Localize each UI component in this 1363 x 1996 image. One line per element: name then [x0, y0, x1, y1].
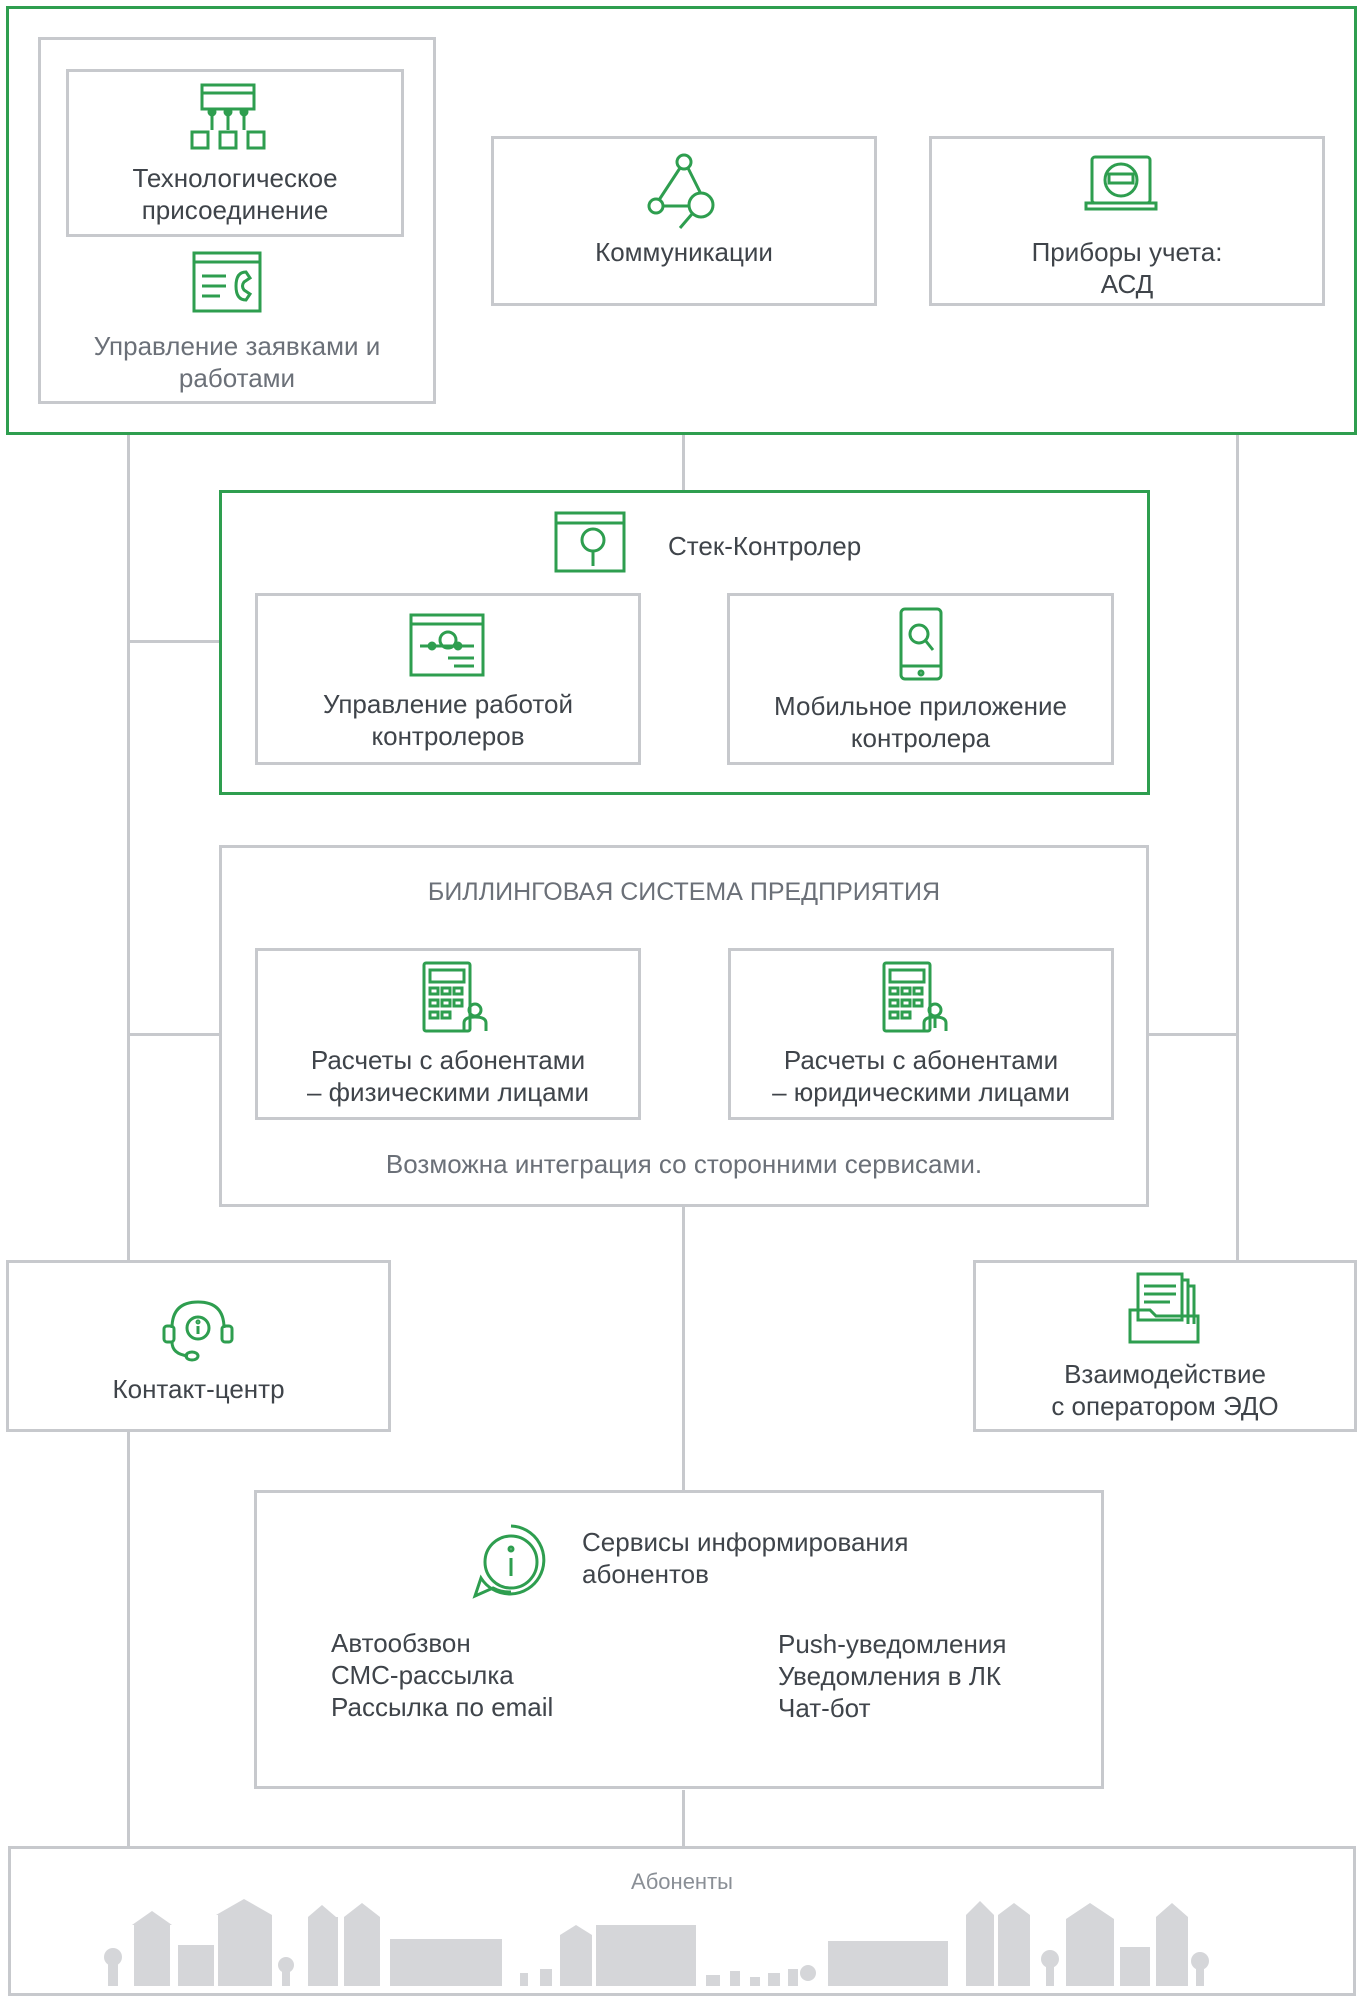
communications-label: Коммуникации — [595, 237, 773, 267]
connector-left-vertical — [127, 432, 130, 1854]
contact-center-label: Контакт-центр — [112, 1374, 285, 1404]
list-item: СМС-рассылка — [331, 1660, 514, 1690]
communications-box[interactable] — [491, 136, 877, 306]
phone-form-icon — [190, 250, 266, 314]
calculator-person-icon — [420, 960, 488, 1034]
billing-individuals-box[interactable] — [255, 948, 641, 1120]
info-services-box — [254, 1490, 1104, 1789]
network-search-icon — [646, 152, 722, 232]
list-item: Чат-бот — [778, 1693, 871, 1723]
tech-connection-label: Технологическое присоединение — [132, 163, 338, 225]
list-item: Уведомления в ЛК — [778, 1661, 1002, 1691]
headset-info-icon — [158, 1298, 238, 1364]
info-services-title: Сервисы информирования абонентов — [582, 1527, 909, 1589]
edo-box[interactable] — [973, 1260, 1357, 1432]
billing-individuals-label: Расчеты с абонентами – физическими лицам… — [306, 1045, 589, 1107]
mobile-search-icon — [896, 606, 946, 682]
subscribers-label: Абоненты — [631, 1869, 733, 1894]
contact-center-box[interactable] — [6, 1260, 391, 1432]
list-item: Push-уведомления — [778, 1629, 1007, 1659]
info-chat-icon — [470, 1522, 552, 1602]
edo-label: Взаимодействие с оператором ЭДО — [1051, 1359, 1279, 1421]
connector-center-top — [682, 432, 685, 492]
billing-title: БИЛЛИНГОВАЯ СИСТЕМА ПРЕДПРИЯТИЯ — [427, 878, 941, 906]
controller-work-management-label: Управление работой контролеров — [322, 689, 574, 751]
meter-device-icon — [1084, 154, 1158, 216]
meters-label: Приборы учета: АСД — [1031, 237, 1223, 299]
city-skyline-illustration — [100, 1885, 1260, 1986]
connector-right-to-billing — [1146, 1033, 1239, 1036]
network-diagram-icon — [188, 82, 268, 154]
connector-center-middle — [682, 1207, 685, 1495]
connector-right-vertical — [1236, 432, 1239, 1260]
calculator-business-icon — [880, 960, 948, 1034]
info-services-left-list: Автообзвон СМС-рассылка Рассылка по emai… — [331, 1627, 553, 1723]
controller-work-management-box[interactable] — [255, 593, 641, 765]
connector-center-bottom — [682, 1790, 685, 1854]
connector-left-to-billing — [127, 1033, 221, 1036]
request-management-label: Управление заявками и работами — [93, 331, 381, 393]
billing-legal-label: Расчеты с абонентами – юридическими лица… — [772, 1045, 1070, 1107]
billing-legal-box[interactable] — [728, 948, 1114, 1120]
window-search-icon — [553, 510, 627, 576]
controller-title: Стек-Контролер — [668, 531, 862, 561]
list-item: Рассылка по email — [331, 1692, 554, 1722]
billing-note: Возможна интеграция со сторонними сервис… — [385, 1149, 983, 1179]
route-screen-icon — [408, 612, 486, 678]
list-item: Автообзвон — [331, 1628, 471, 1658]
tech-connection-box[interactable] — [66, 69, 404, 237]
info-services-right-list: Push-уведомления Уведомления в ЛК Чат-бо… — [778, 1628, 1006, 1724]
controller-mobile-app-label: Мобильное приложение контролера — [774, 691, 1067, 753]
connector-left-to-controller — [127, 640, 221, 643]
document-folder-icon — [1126, 1270, 1202, 1346]
